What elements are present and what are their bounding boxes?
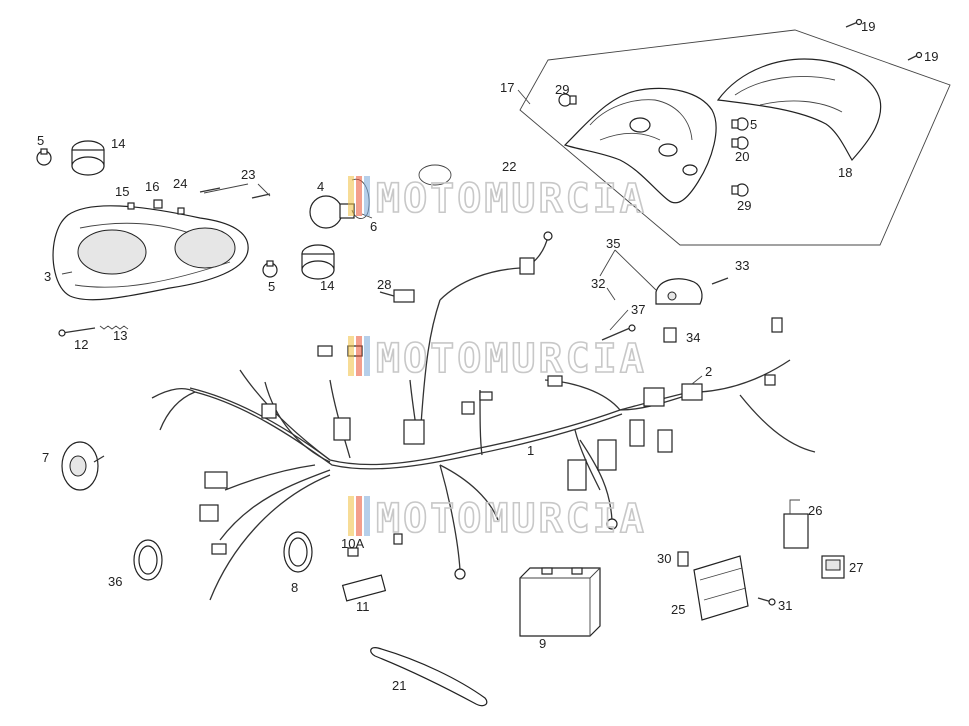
relay-26 (783, 499, 809, 549)
callout-32: 32 (591, 276, 605, 291)
callout-31: 31 (778, 598, 792, 613)
callout-14: 14 (111, 136, 125, 151)
bulb-icon (731, 117, 749, 131)
callout-28: 28 (377, 277, 391, 292)
callout-37: 37 (631, 302, 645, 317)
callout-17: 17 (500, 80, 514, 95)
bulb-icon (731, 183, 749, 197)
callout-1: 1 (527, 443, 534, 458)
callout-26: 26 (808, 503, 822, 518)
callout-23: 23 (241, 167, 255, 182)
bulb-icon (36, 148, 52, 166)
callout-7: 7 (42, 450, 49, 465)
callout-35: 35 (606, 236, 620, 251)
callout-22: 22 (502, 159, 516, 174)
callout-21: 21 (392, 678, 406, 693)
switch-28 (379, 289, 415, 303)
callout-29: 29 (555, 82, 569, 97)
callout-13: 13 (113, 328, 127, 343)
clamp-36 (133, 539, 163, 581)
plate-light-35 (601, 277, 729, 343)
callout-19: 19 (924, 49, 938, 64)
watermark-text: MOTOMURCIA (376, 496, 647, 542)
callout-5: 5 (37, 133, 44, 148)
lamp-ring-icon (301, 244, 335, 280)
callout-8: 8 (291, 580, 298, 595)
callout-14: 14 (320, 278, 334, 293)
group-frame-17 (519, 29, 951, 246)
watermark-text: MOTOMURCIA (376, 176, 647, 222)
callout-30: 30 (657, 551, 671, 566)
tail-lamp-housing (563, 87, 717, 204)
callout-9: 9 (539, 636, 546, 651)
callout-16: 16 (145, 179, 159, 194)
headlight-group (36, 140, 452, 337)
callout-18: 18 (838, 165, 852, 180)
tail-lamp-lens (716, 58, 882, 162)
callout-6: 6 (370, 219, 377, 234)
lamp-ring-icon (71, 140, 105, 176)
wiring-harness (151, 231, 816, 601)
battery-9 (519, 567, 601, 637)
callout-5: 5 (268, 279, 275, 294)
watermark-text: MOTOMURCIA (376, 336, 647, 382)
callout-36: 36 (108, 574, 122, 589)
callout-10A: 10A (341, 536, 364, 551)
clamp-8 (283, 531, 313, 573)
callout-25: 25 (671, 602, 685, 617)
screw-31 (757, 597, 776, 606)
rear-light-group (517, 18, 951, 246)
callout-15: 15 (115, 184, 129, 199)
callout-12: 12 (74, 337, 88, 352)
callout-33: 33 (735, 258, 749, 273)
ecu-25 (677, 551, 749, 621)
bulb-icon (262, 260, 278, 278)
callout-labels: 19 19 17 29 5 20 29 18 5 14 15 16 24 23 … (37, 19, 938, 693)
callout-11: 11 (356, 599, 370, 614)
screw-icon (845, 18, 863, 28)
callout-20: 20 (735, 149, 749, 164)
callout-4: 4 (317, 179, 324, 194)
callout-19: 19 (861, 19, 875, 34)
screw-icon (907, 51, 923, 61)
callout-29: 29 (737, 198, 751, 213)
fuse-11 (341, 533, 403, 602)
belt-21 (370, 647, 488, 707)
horn-7 (61, 441, 105, 491)
relay-27 (821, 555, 845, 579)
bulb-icon (558, 93, 577, 107)
callout-24: 24 (173, 176, 187, 191)
bulb-icon (731, 136, 749, 150)
watermark: MOTOMURCIA MOTOMURCIA MOTOMURCIA (348, 175, 647, 543)
callout-3: 3 (44, 269, 51, 284)
callout-5: 5 (750, 117, 757, 132)
callout-34: 34 (686, 330, 700, 345)
lamp-4 (309, 195, 343, 229)
callout-2: 2 (705, 364, 712, 379)
leader-lines (61, 183, 703, 385)
callout-27: 27 (849, 560, 863, 575)
